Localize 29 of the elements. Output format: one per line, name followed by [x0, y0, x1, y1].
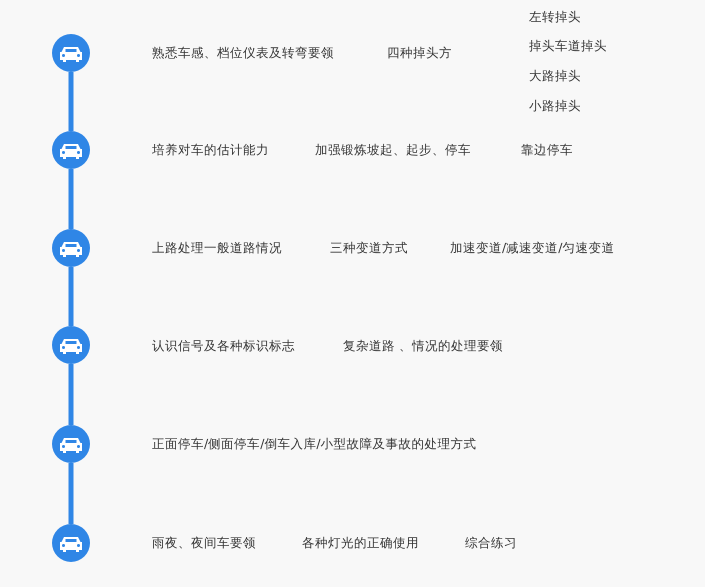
step-text: 加强锻炼坡起、起步、停车 [315, 142, 471, 158]
step-text: 三种变道方式 [330, 240, 408, 256]
step-text: 大路掉头 [529, 68, 581, 84]
timeline-marker [52, 425, 90, 463]
timeline-marker [52, 34, 90, 72]
step-text: 小路掉头 [529, 98, 581, 114]
timeline-connector [68, 463, 74, 524]
timeline-connector [68, 169, 74, 229]
step-text: 正面停车/侧面停车/倒车入库/小型故障及事故的处理方式 [152, 436, 477, 452]
step-text: 认识信号及各种标识标志 [152, 338, 295, 354]
timeline-marker [52, 131, 90, 169]
timeline-connector [68, 364, 74, 425]
step-text: 上路处理一般道路情况 [152, 240, 282, 256]
timeline-marker [52, 524, 90, 562]
step-text: 雨夜、夜间车要领 [152, 535, 256, 551]
step-text: 综合练习 [465, 535, 517, 551]
timeline-connector [68, 72, 74, 131]
step-text: 靠边停车 [521, 142, 573, 158]
step-text: 加速变道/减速变道/匀速变道 [450, 240, 614, 256]
step-text: 熟悉车感、档位仪表及转弯要领 [152, 45, 334, 61]
timeline-marker [52, 229, 90, 267]
timeline-marker [52, 326, 90, 364]
step-text: 复杂道路 、情况的处理要领 [343, 338, 503, 354]
step-text: 各种灯光的正确使用 [302, 535, 419, 551]
step-text: 四种掉头方 [387, 45, 452, 61]
step-text: 掉头车道掉头 [529, 38, 607, 54]
timeline-connector [68, 267, 74, 326]
step-text: 左转掉头 [529, 9, 581, 25]
step-text: 培养对车的估计能力 [152, 142, 269, 158]
